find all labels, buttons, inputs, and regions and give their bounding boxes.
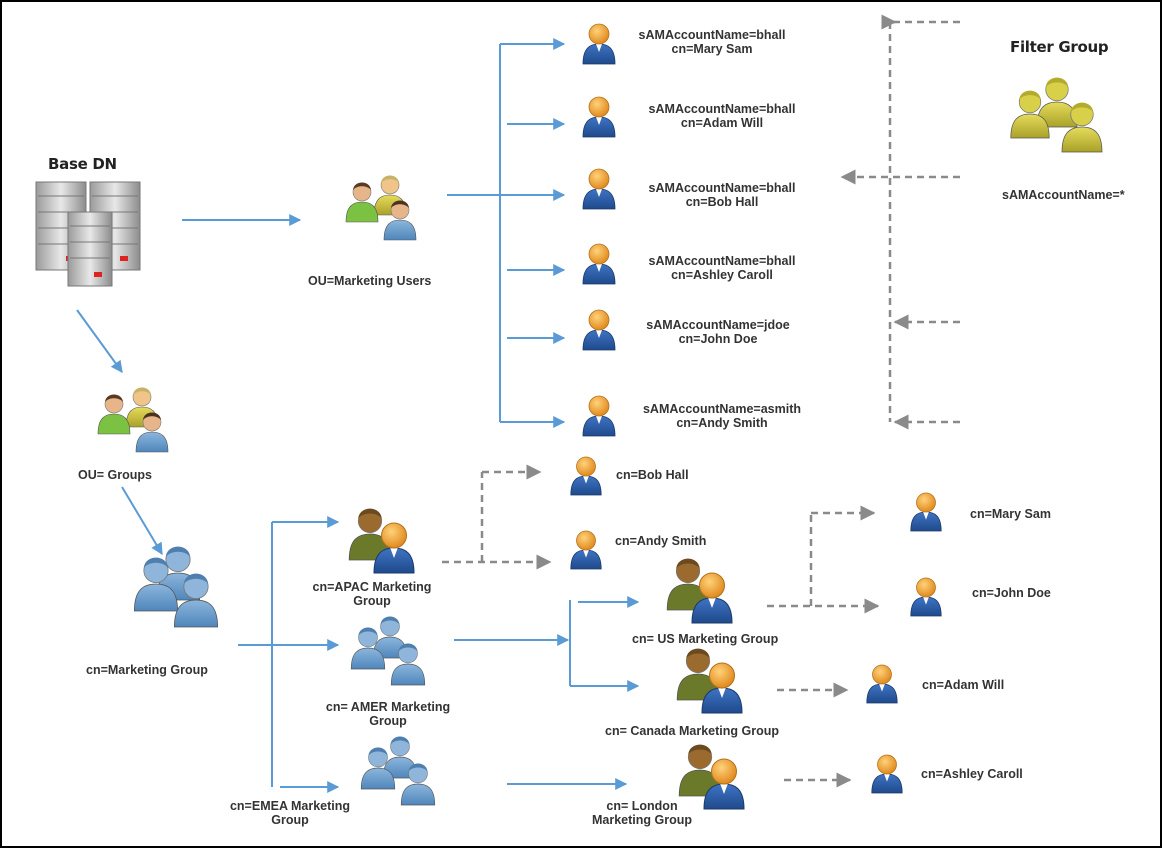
member-ashley-caroll: cn=Ashley Caroll bbox=[921, 767, 1023, 781]
user-entry-5: sAMAccountName=jdoe cn=John Doe bbox=[638, 318, 798, 346]
user-icon bbox=[582, 243, 616, 285]
ou-groups-label: OU= Groups bbox=[78, 468, 152, 482]
person-icon bbox=[360, 747, 396, 790]
person-icon bbox=[135, 412, 169, 453]
london-line-1: cn= London bbox=[606, 799, 678, 813]
amer-line-1: cn= AMER Marketing bbox=[325, 700, 451, 714]
user-entry-cn: cn=John Doe bbox=[678, 332, 758, 346]
apac-line-2: Group bbox=[353, 594, 391, 608]
user-entry-6: sAMAccountName=asmith cn=Andy Smith bbox=[632, 402, 812, 430]
group-yellow-icon bbox=[1010, 77, 1103, 153]
solid-arrows bbox=[76, 38, 640, 793]
user-entry-cn: cn=Mary Sam bbox=[671, 42, 753, 56]
user-icon bbox=[871, 754, 903, 794]
member-john-doe: cn=John Doe bbox=[972, 586, 1051, 600]
group-icons bbox=[97, 77, 1103, 810]
user-icon bbox=[582, 23, 616, 65]
amer-group-label: cn= AMER Marketing Group bbox=[318, 700, 458, 728]
london-line-2: Marketing Group bbox=[591, 813, 692, 827]
amer-line-2: Group bbox=[369, 714, 407, 728]
base-dn-label: Base DN bbox=[48, 155, 117, 173]
user-entry-2: sAMAccountName=bhall cn=Adam Will bbox=[642, 102, 802, 130]
person-icon bbox=[701, 662, 743, 714]
user-icon bbox=[910, 577, 942, 617]
person-icon bbox=[390, 643, 426, 686]
member-andy-smith: cn=Andy Smith bbox=[615, 534, 707, 548]
person-icon bbox=[345, 182, 379, 223]
person-icon bbox=[173, 573, 219, 628]
person-icon bbox=[373, 522, 415, 574]
person-icon bbox=[678, 744, 722, 797]
london-group-icon bbox=[678, 744, 745, 810]
person-icon bbox=[350, 627, 386, 670]
person-icon bbox=[1036, 77, 1078, 128]
filter-expression: sAMAccountName=* bbox=[1002, 188, 1125, 202]
user-entry-sam: sAMAccountName=asmith bbox=[642, 402, 802, 416]
user-entry-cn: cn=Adam Will bbox=[680, 116, 764, 130]
apac-group-icon bbox=[348, 508, 415, 574]
amer-group-icon bbox=[350, 616, 426, 686]
user-entry-sam: sAMAccountName=bhall bbox=[648, 254, 796, 268]
user-icon bbox=[910, 492, 942, 532]
canada-group-icon bbox=[676, 648, 743, 714]
person-icon bbox=[133, 557, 179, 612]
member-mary-sam: cn=Mary Sam bbox=[970, 507, 1051, 521]
user-entry-cn: cn=Andy Smith bbox=[676, 416, 768, 430]
emea-group-label: cn=EMEA Marketing Group bbox=[220, 799, 360, 827]
server-stack-icon bbox=[35, 181, 141, 287]
user-entry-4: sAMAccountName=bhall cn=Ashley Caroll bbox=[642, 254, 802, 282]
canada-group-label: cn= Canada Marketing Group bbox=[605, 724, 779, 738]
user-icon bbox=[582, 168, 616, 210]
filter-group-title: Filter Group bbox=[1010, 38, 1109, 56]
emea-line-1: cn=EMEA Marketing bbox=[229, 799, 351, 813]
user-entry-1: sAMAccountName=bhall cn=Mary Sam bbox=[632, 28, 792, 56]
marketing-group-label: cn=Marketing Group bbox=[86, 663, 208, 677]
dashed-arrows bbox=[442, 14, 960, 788]
person-icon bbox=[691, 572, 733, 624]
user-entry-sam: sAMAccountName=bhall bbox=[648, 181, 796, 195]
users-group-icon bbox=[345, 175, 417, 241]
ou-users-label: OU=Marketing Users bbox=[308, 274, 432, 288]
user-icons bbox=[570, 23, 942, 794]
user-entry-sam: sAMAccountName=jdoe bbox=[646, 318, 790, 332]
apac-group-label: cn=APAC Marketing Group bbox=[302, 580, 442, 608]
member-adam-will: cn=Adam Will bbox=[922, 678, 1005, 692]
arrow-groups-to-marketing bbox=[121, 486, 163, 556]
user-entry-cn: cn=Bob Hall bbox=[685, 195, 759, 209]
user-entry-sam: sAMAccountName=bhall bbox=[648, 102, 796, 116]
user-entry-sam: sAMAccountName=bhall bbox=[638, 28, 786, 42]
person-icon bbox=[373, 175, 407, 216]
emea-group-icon bbox=[360, 736, 436, 806]
member-bob-hall: cn=Bob Hall bbox=[616, 468, 689, 482]
london-group-label: cn= London Marketing Group bbox=[582, 799, 702, 827]
us-group-icon bbox=[666, 558, 733, 624]
arrow-base-to-groups bbox=[76, 309, 123, 373]
person-icon bbox=[1010, 90, 1050, 139]
user-icon bbox=[570, 530, 602, 570]
person-icon bbox=[383, 200, 417, 241]
user-icon bbox=[582, 309, 616, 351]
user-entry-cn: cn=Ashley Caroll bbox=[671, 268, 773, 282]
user-icon bbox=[582, 395, 616, 437]
user-entry-3: sAMAccountName=bhall cn=Bob Hall bbox=[642, 181, 802, 209]
person-icon bbox=[703, 758, 745, 810]
user-icon bbox=[582, 96, 616, 138]
person-icon bbox=[1061, 102, 1103, 153]
users-group-icon bbox=[97, 387, 169, 453]
marketing-group-icon bbox=[133, 546, 219, 628]
emea-line-2: Group bbox=[271, 813, 309, 827]
user-icon bbox=[570, 456, 602, 496]
us-group-label: cn= US Marketing Group bbox=[632, 632, 779, 646]
person-icon bbox=[400, 763, 436, 806]
user-icon bbox=[866, 664, 898, 704]
apac-line-1: cn=APAC Marketing bbox=[312, 580, 432, 594]
person-icon bbox=[97, 394, 131, 435]
